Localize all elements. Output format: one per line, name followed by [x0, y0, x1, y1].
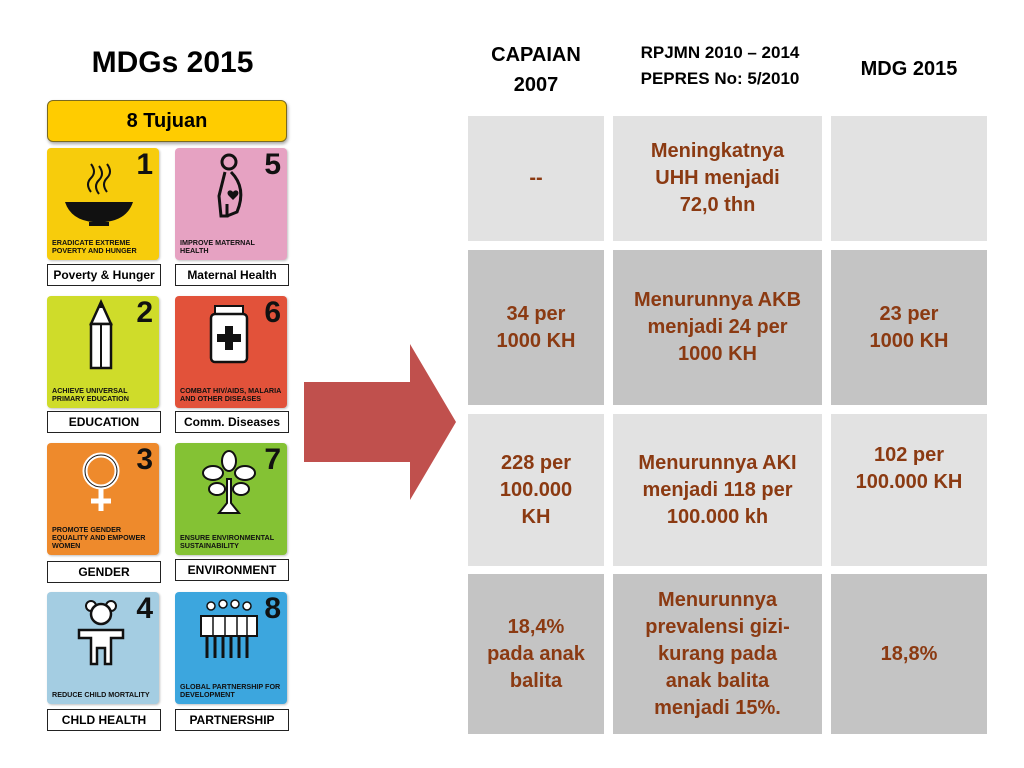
goal-number: 7: [264, 443, 281, 476]
goal-label-environment: ENVIRONMENT: [175, 559, 289, 581]
page-title: MDGs 2015: [91, 46, 254, 79]
goal-number: 4: [136, 592, 153, 625]
header-mdg: MDG 2015: [860, 58, 958, 80]
right-arrow-icon: [304, 344, 456, 500]
header-capaian: CAPAIAN 2007: [491, 44, 581, 96]
cell-capaian-2: 34 per 1000 KH: [468, 250, 604, 405]
goal-label-child-health: CHLD HEALTH: [47, 709, 161, 731]
cell-mdg-4: 18,8%: [831, 574, 987, 734]
pencil-icon: [89, 298, 113, 370]
cell-mdg-2: 23 per 1000 KH: [831, 250, 987, 405]
cell-capaian-4: 18,4% pada anak balita: [468, 574, 604, 734]
goal-tile-7: 7 ENSURE ENVIRONMENTAL SUSTAINABILITY: [175, 443, 287, 555]
goals-banner: 8 Tujuan: [47, 100, 287, 142]
pregnant-woman-icon: [217, 153, 243, 218]
goal-caption: COMBAT HIV/AIDS, MALARIA AND OTHER DISEA…: [180, 386, 282, 403]
cell-rpjmn-4: Menurunnya prevalensi gizi- kurang pada …: [613, 574, 822, 734]
people-group-icon: [200, 599, 258, 658]
female-symbol-icon: [82, 452, 120, 511]
teddy-bear-icon: [77, 600, 125, 666]
medicine-jar-icon: [209, 305, 249, 364]
goal-caption: ERADICATE EXTREME POVERTY AND HUNGER: [52, 238, 137, 255]
tree-icon: [202, 450, 256, 514]
goal-number: 3: [136, 443, 153, 476]
bowl-icon: [65, 163, 133, 226]
goal-number: 6: [264, 296, 281, 329]
header-rpjmn: RPJMN 2010 – 2014 PEPRES No: 5/2010: [640, 43, 800, 88]
goal-caption: GLOBAL PARTNERSHIP FOR DEVELOPMENT: [180, 682, 281, 699]
goal-tile-5: 5 IMPROVE MATERNAL HEALTH: [175, 148, 287, 260]
goal-caption: ENSURE ENVIRONMENTAL SUSTAINABILITY: [180, 533, 274, 550]
goal-caption: IMPROVE MATERNAL HEALTH: [180, 238, 255, 255]
goal-caption: ACHIEVE UNIVERSAL PRIMARY EDUCATION: [52, 386, 129, 403]
cell-rpjmn-1: Meningkatnya UHH menjadi 72,0 thn: [613, 116, 822, 241]
goal-tile-4: 4 REDUCE CHILD MORTALITY: [47, 592, 159, 704]
cell-capaian-1: --: [468, 116, 604, 241]
goal-label-gender: GENDER: [47, 561, 161, 583]
goal-caption: REDUCE CHILD MORTALITY: [52, 690, 150, 699]
goal-number: 5: [264, 148, 281, 181]
goal-number: 1: [136, 148, 153, 181]
cell-mdg-3: 102 per 100.000 KH: [831, 414, 987, 566]
goal-number: 2: [136, 296, 153, 329]
goal-label-partnership: PARTNERSHIP: [175, 709, 289, 731]
goal-number: 8: [264, 592, 281, 625]
goal-tile-2: 2 ACHIEVE UNIVERSAL PRIMARY EDUCATION: [47, 296, 159, 408]
goal-label-diseases: Comm. Diseases: [175, 411, 289, 433]
goal-tile-8: 8 GLOBAL PARTNERSHIP FOR DEVELOPMENT: [175, 592, 287, 704]
cell-rpjmn-3: Menurunnya AKI menjadi 118 per 100.000 k…: [613, 414, 822, 566]
goal-label-poverty: Poverty & Hunger: [47, 264, 161, 286]
cell-capaian-3: 228 per 100.000 KH: [468, 414, 604, 566]
cell-rpjmn-2: Menurunnya AKB menjadi 24 per 1000 KH: [613, 250, 822, 405]
goal-label-education: EDUCATION: [47, 411, 161, 433]
goal-tile-3: 3 PROMOTE GENDER EQUALITY AND EMPOWER WO…: [47, 443, 159, 555]
goal-tile-1: 1 ERADICATE EXTREME POVERTY AND HUNGER: [47, 148, 159, 260]
goal-tile-6: 6 COMBAT HIV/AIDS, MALARIA AND OTHER DIS…: [175, 296, 287, 408]
cell-mdg-1: [831, 116, 987, 241]
goal-caption: PROMOTE GENDER EQUALITY AND EMPOWER WOME…: [52, 525, 146, 550]
goal-label-maternal: Maternal Health: [175, 264, 289, 286]
